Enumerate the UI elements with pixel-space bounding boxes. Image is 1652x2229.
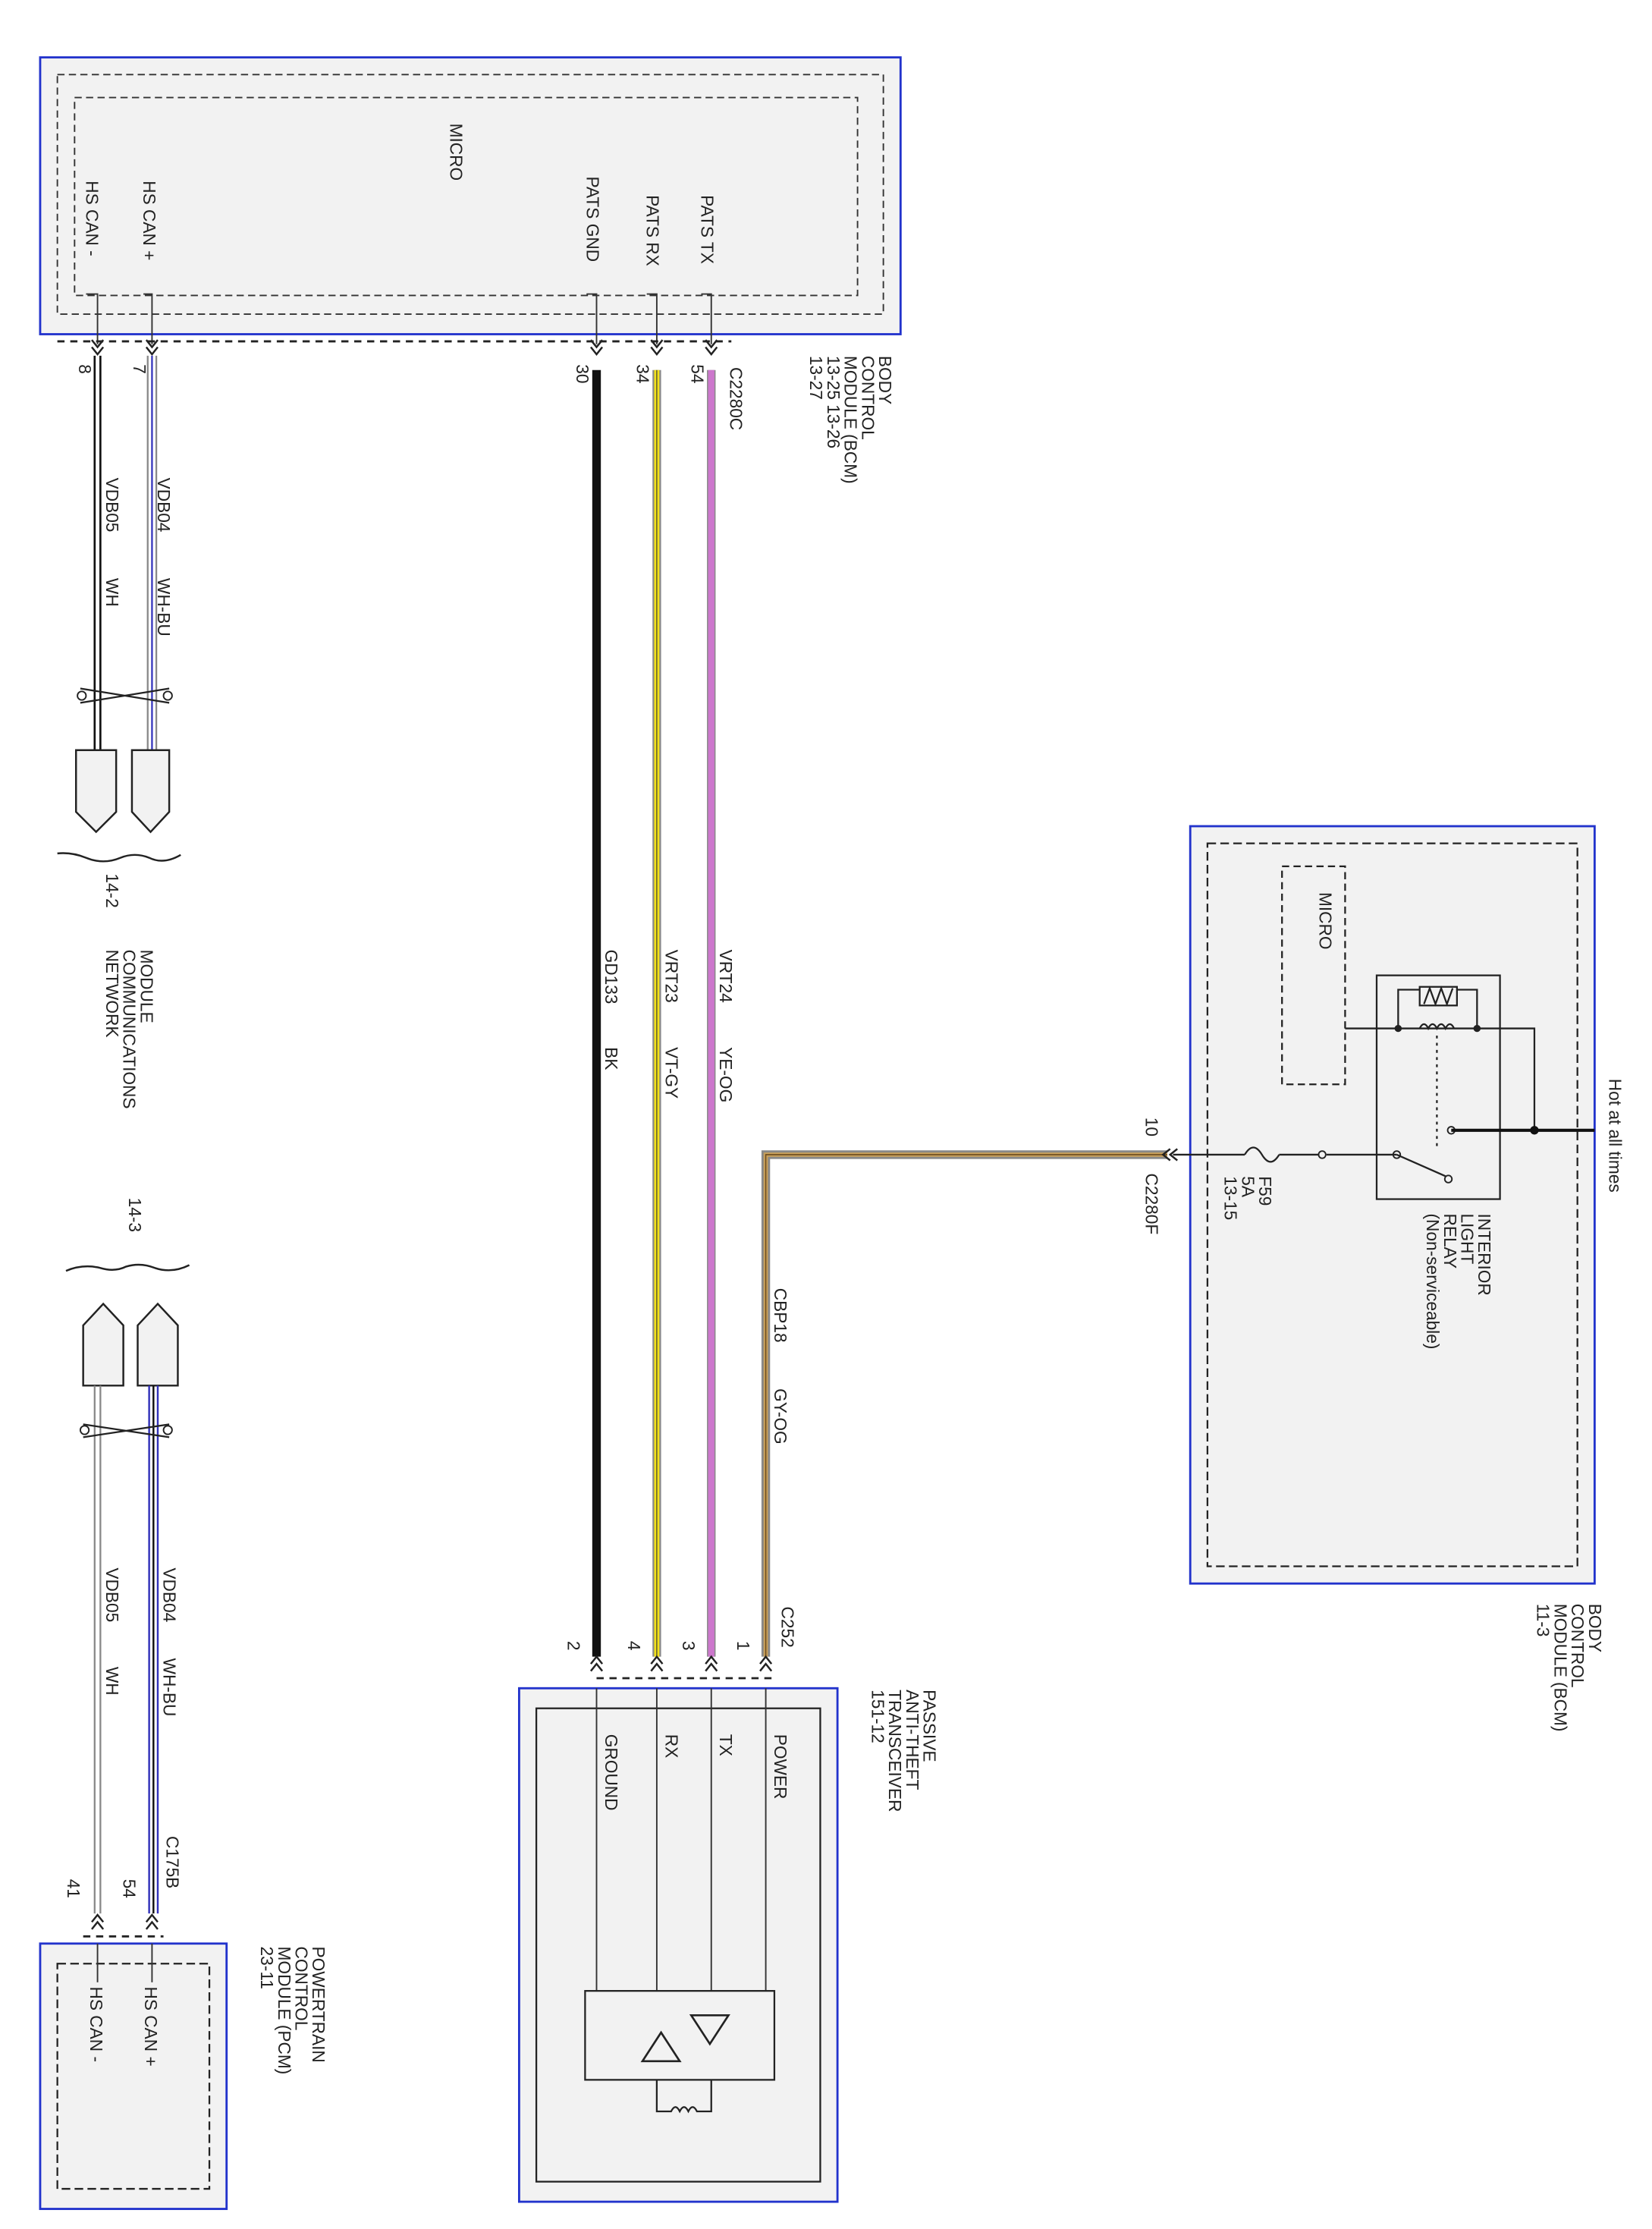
wire-vdb05-top-color: WH [102,578,122,607]
pin-number-2: 2 [564,1641,584,1651]
svg-text:13-27: 13-27 [806,356,826,400]
wire-vrt24-color: YE-OG [716,1047,736,1102]
pin-number-8: 8 [75,364,95,374]
transceiver-title: PASSIVE ANTI-THEFT TRANSCEIVER 151-12 [868,1690,939,1812]
can-wires-bottom: VDB04 WH-BU VDB05 WH C175B [79,1385,182,1914]
svg-text:11-3: 11-3 [1534,1604,1553,1637]
svg-text:MODULE: MODULE [137,950,156,1023]
pcm-module: HS CAN + HS CAN - [39,1942,228,2210]
svg-text:5A: 5A [1238,1176,1258,1198]
pin-number-7: 7 [130,364,149,374]
wire-vdb05-bottom: VDB05 [102,1567,122,1622]
wire-vdb04-bottom-color: WH-BU [160,1658,180,1717]
svg-text:INTERIOR: INTERIOR [1475,1213,1494,1295]
pin-label-pats-rx: PATS RX [643,195,663,266]
svg-text:13-25 13-26: 13-25 13-26 [824,356,843,448]
svg-text:CONTROL: CONTROL [858,356,878,440]
wire-cbp18-color: GY-OG [771,1388,790,1445]
pin-number-4: 4 [624,1641,644,1651]
transceiver-pin-rx: RX [661,1734,681,1759]
wire-cbp18: CBP18 [771,1288,790,1343]
wire-vdb05-top: VDB05 [102,478,122,533]
wire-gd133-color: BK [601,1047,621,1070]
pin-number-41: 41 [64,1879,83,1898]
pin-label-hs-can-plus: HS CAN + [140,181,159,260]
pin-label-hs-can-minus: HS CAN - [82,181,102,256]
fuse-f59-label: F59 5A 13-15 [1221,1176,1275,1220]
bcm-right-module: MICRO F5 [1173,825,1596,1585]
pin-number-54: 54 [687,364,707,383]
svg-text:151-12: 151-12 [868,1690,887,1743]
network-ref-top: 14-2 [102,873,122,907]
connector-c175b: C175B [162,1836,182,1888]
connector-c2280f: C2280F [1142,1174,1162,1235]
svg-text:ANTI-THEFT: ANTI-THEFT [903,1690,922,1790]
pin-number-1: 1 [733,1641,753,1651]
bcm-top-title: BODY CONTROL MODULE (BCM) 13-25 13-26 13… [806,356,895,484]
svg-text:NETWORK: NETWORK [102,950,122,1038]
svg-text:MODULE (BCM): MODULE (BCM) [841,356,861,484]
pcm-pin-hs-can-plus: HS CAN + [141,1986,161,2066]
svg-text:23-11: 23-11 [257,1947,277,1989]
svg-text:CONTROL: CONTROL [1568,1604,1588,1688]
transceiver-module: POWER TX RX GROUND [517,1687,839,2203]
wire-vdb05-bottom-color: WH [102,1667,122,1696]
svg-text:BODY: BODY [1585,1604,1605,1652]
pats-wires: GD133 BK VRT23 VT-GY VRT24 YE-OG CBP18 G… [592,369,1167,1657]
pin-number-54-pcm: 54 [120,1879,140,1898]
network-ref-bottom: 14-3 [125,1198,145,1232]
pin-number-10: 10 [1142,1118,1162,1137]
pcm-title: POWERTRAIN CONTROL MODULE (PCM) 23-11 [257,1947,328,2075]
svg-text:LIGHT: LIGHT [1458,1213,1478,1264]
relay-label: INTERIOR LIGHT RELAY (Non-serviceable) [1423,1213,1494,1349]
wire-vdb04-top: VDB04 [154,478,174,533]
wire-vrt24: VRT24 [716,950,736,1003]
connector-c252: C252 [777,1606,797,1647]
connector-c2280c: C2280C [726,367,746,430]
hot-at-all-times-label: Hot at all times [1605,1079,1625,1193]
wire-vrt23: VRT23 [661,950,681,1003]
svg-text:POWERTRAIN: POWERTRAIN [309,1947,328,2063]
pcm-pin-hs-can-minus: HS CAN - [86,1986,106,2062]
pin-label-pats-tx: PATS TX [698,195,718,264]
svg-text:COMMUNICATIONS: COMMUNICATIONS [120,950,140,1109]
bcm-right-micro-label: MICRO [1315,892,1335,950]
splice-connectors-bottom [82,1302,179,1387]
transceiver-pin-tx: TX [716,1734,736,1756]
interior-light-relay [1375,974,1501,1200]
can-wires-top: VDB04 WH-BU VDB05 WH [77,355,174,753]
bcm-top-module: MICRO HS CAN - HS CAN + PATS GND PATS RX… [39,56,902,335]
svg-text:MODULE (PCM): MODULE (PCM) [275,1947,294,2075]
svg-text:TRANSCEIVER: TRANSCEIVER [885,1690,905,1812]
bcm-top-micro-label: MICRO [447,124,466,181]
wire-vrt23-color: VT-GY [661,1047,681,1099]
svg-text:BODY: BODY [875,356,895,404]
transceiver-pin-power: POWER [771,1734,790,1800]
pin-number-30: 30 [573,364,592,383]
wire-gd133: GD133 [601,950,621,1004]
svg-text:CONTROL: CONTROL [291,1947,311,2031]
transceiver-pin-ground: GROUND [601,1734,621,1811]
svg-text:(Non-serviceable): (Non-serviceable) [1423,1213,1443,1349]
svg-text:F59: F59 [1255,1176,1275,1206]
pin-number-34: 34 [633,364,652,383]
network-brace-bottom [65,1263,190,1272]
network-brace-top [57,852,181,863]
wire-vdb04-top-color: WH-BU [154,578,174,637]
wire-vdb04-bottom: VDB04 [160,1567,180,1622]
network-title: MODULE COMMUNICATIONS NETWORK [102,950,156,1109]
svg-text:RELAY: RELAY [1440,1213,1460,1269]
pin-label-pats-gnd: PATS GND [583,177,602,263]
pin-number-3: 3 [679,1641,699,1651]
svg-text:MODULE (BCM): MODULE (BCM) [1550,1604,1570,1732]
svg-text:PASSIVE: PASSIVE [920,1690,940,1762]
svg-text:13-15: 13-15 [1221,1176,1241,1220]
splice-connectors-top [74,749,171,834]
bcm-right-title: BODY CONTROL MODULE (BCM) 11-3 [1534,1604,1605,1732]
